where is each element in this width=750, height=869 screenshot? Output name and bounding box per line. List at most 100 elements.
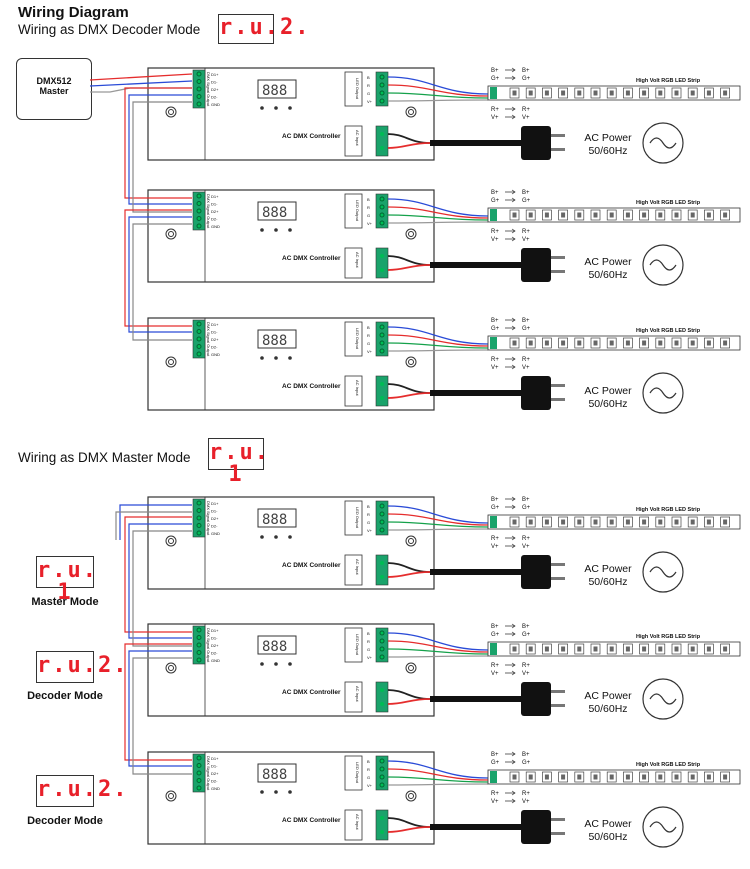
ac-terminal-screw xyxy=(380,268,384,272)
dmx-terminal-label: DMX Signal Output xyxy=(206,628,211,663)
led-chip-core xyxy=(609,646,614,652)
sine-wave xyxy=(649,821,677,833)
decoder-mode-heading: Wiring as DMX Decoder Mode xyxy=(18,22,201,37)
led-chip-core xyxy=(577,212,582,218)
dmx-pin-label: D1- xyxy=(211,764,218,769)
panel-button xyxy=(274,790,278,794)
led-chip-core xyxy=(593,774,598,780)
dmx-signal-wire xyxy=(124,87,192,199)
output-terminal-label: LED Output xyxy=(355,762,360,784)
output-pin-label: R xyxy=(367,205,370,210)
led-chip-core xyxy=(609,519,614,525)
panel-button xyxy=(288,662,292,666)
strip-pin-label: G+ xyxy=(522,760,531,766)
dmx-terminal-screw xyxy=(196,778,202,783)
controller-name: AC DMX Controller xyxy=(282,255,341,262)
ac-wire xyxy=(387,698,431,705)
controller-name: AC DMX Controller xyxy=(282,817,341,824)
panel-button xyxy=(274,535,278,539)
led-chip-core xyxy=(658,340,663,346)
output-terminal-block xyxy=(375,193,389,229)
dmx-signal-wire xyxy=(124,209,192,327)
pin-arrow xyxy=(505,197,516,203)
led-chip-core xyxy=(642,774,647,780)
led-chip-core xyxy=(512,519,517,525)
pin-arrow xyxy=(505,751,516,757)
dmx-terminal-screw xyxy=(196,763,202,768)
strip-pin-label: R+ xyxy=(522,229,530,235)
led-chip-core xyxy=(642,212,647,218)
led-chip-core xyxy=(609,340,614,346)
dmx-signal-wire xyxy=(89,73,193,81)
dmx-terminal-screw xyxy=(196,329,202,334)
ac-plug xyxy=(521,810,551,844)
panel-button xyxy=(274,662,278,666)
digit-display-text: 888 xyxy=(262,639,287,655)
led-chip-core xyxy=(593,90,598,96)
rgb-output-wire xyxy=(387,349,489,352)
strip-pin-label: B+ xyxy=(491,624,499,630)
dmx-terminal-screw xyxy=(196,321,202,327)
output-terminal-screw xyxy=(379,98,385,104)
strip-pin-label: R+ xyxy=(522,536,530,542)
strip-pin-label: R+ xyxy=(522,107,530,113)
output-terminal-housing xyxy=(344,500,363,536)
led-chip-core xyxy=(690,646,695,652)
panel-button xyxy=(288,535,292,539)
output-terminal-screw xyxy=(379,340,385,346)
led-chip-core xyxy=(723,212,728,218)
digit-display xyxy=(257,763,297,783)
sine-wave xyxy=(649,137,677,149)
output-terminal-housing xyxy=(344,71,363,107)
ac-terminal-label: AC Input xyxy=(355,130,360,146)
dmx-terminal-screw xyxy=(196,515,202,521)
led-strip-label: High Volt RGB LED Strip xyxy=(636,507,701,513)
output-terminal-housing xyxy=(344,321,363,357)
output-terminal-label: LED Output xyxy=(355,200,360,222)
dmx-pin-label: D2- xyxy=(211,524,218,529)
strip-pin-label: R+ xyxy=(491,357,499,363)
mounting-hole xyxy=(405,356,417,368)
ac-terminal-screw xyxy=(380,830,384,834)
mounting-hole xyxy=(165,356,177,368)
led-chip-core xyxy=(723,646,728,652)
panel-button xyxy=(288,228,292,232)
led-chip-core xyxy=(658,90,663,96)
strip-pin-label: V+ xyxy=(522,544,530,550)
mounting-hole-inner xyxy=(168,665,174,671)
mounting-hole-inner xyxy=(408,231,414,237)
ac-plug xyxy=(521,682,551,716)
led-chip-core xyxy=(544,212,549,218)
dmx-pin-label: GND xyxy=(211,786,220,791)
led-chip-core xyxy=(528,774,533,780)
dmx-signal-wire xyxy=(124,643,192,761)
led-chip-core xyxy=(609,774,614,780)
rgb-output-wire xyxy=(387,768,489,781)
led-chip-core xyxy=(544,340,549,346)
dmx-pin-label: GND xyxy=(211,658,220,663)
output-pin-label: B xyxy=(367,75,370,80)
plug-prong xyxy=(551,577,565,580)
led-chip-core xyxy=(625,340,630,346)
dmx-terminal-screw xyxy=(196,86,202,92)
strip-pin-label: V+ xyxy=(522,671,530,677)
strip-pin-label: G+ xyxy=(491,632,500,638)
dmx-terminal-screw xyxy=(196,785,202,791)
dmx-pin-label: GND xyxy=(211,352,220,357)
ac-terminal-block xyxy=(375,681,389,713)
sine-wave xyxy=(649,259,677,271)
mounting-hole-inner xyxy=(408,359,414,365)
ac-terminal-housing xyxy=(344,375,363,407)
strip-pin-label: G+ xyxy=(522,76,531,82)
strip-pin-label: V+ xyxy=(491,365,499,371)
output-pin-label: B xyxy=(367,325,370,330)
rgb-output-wire xyxy=(387,334,489,347)
led-chip-core xyxy=(561,774,566,780)
output-terminal-screw xyxy=(379,774,385,780)
rgb-output-wire xyxy=(387,776,489,783)
led-chip-core xyxy=(642,519,647,525)
led-chip-core xyxy=(674,340,679,346)
dmx-pin-label: D1- xyxy=(211,636,218,641)
